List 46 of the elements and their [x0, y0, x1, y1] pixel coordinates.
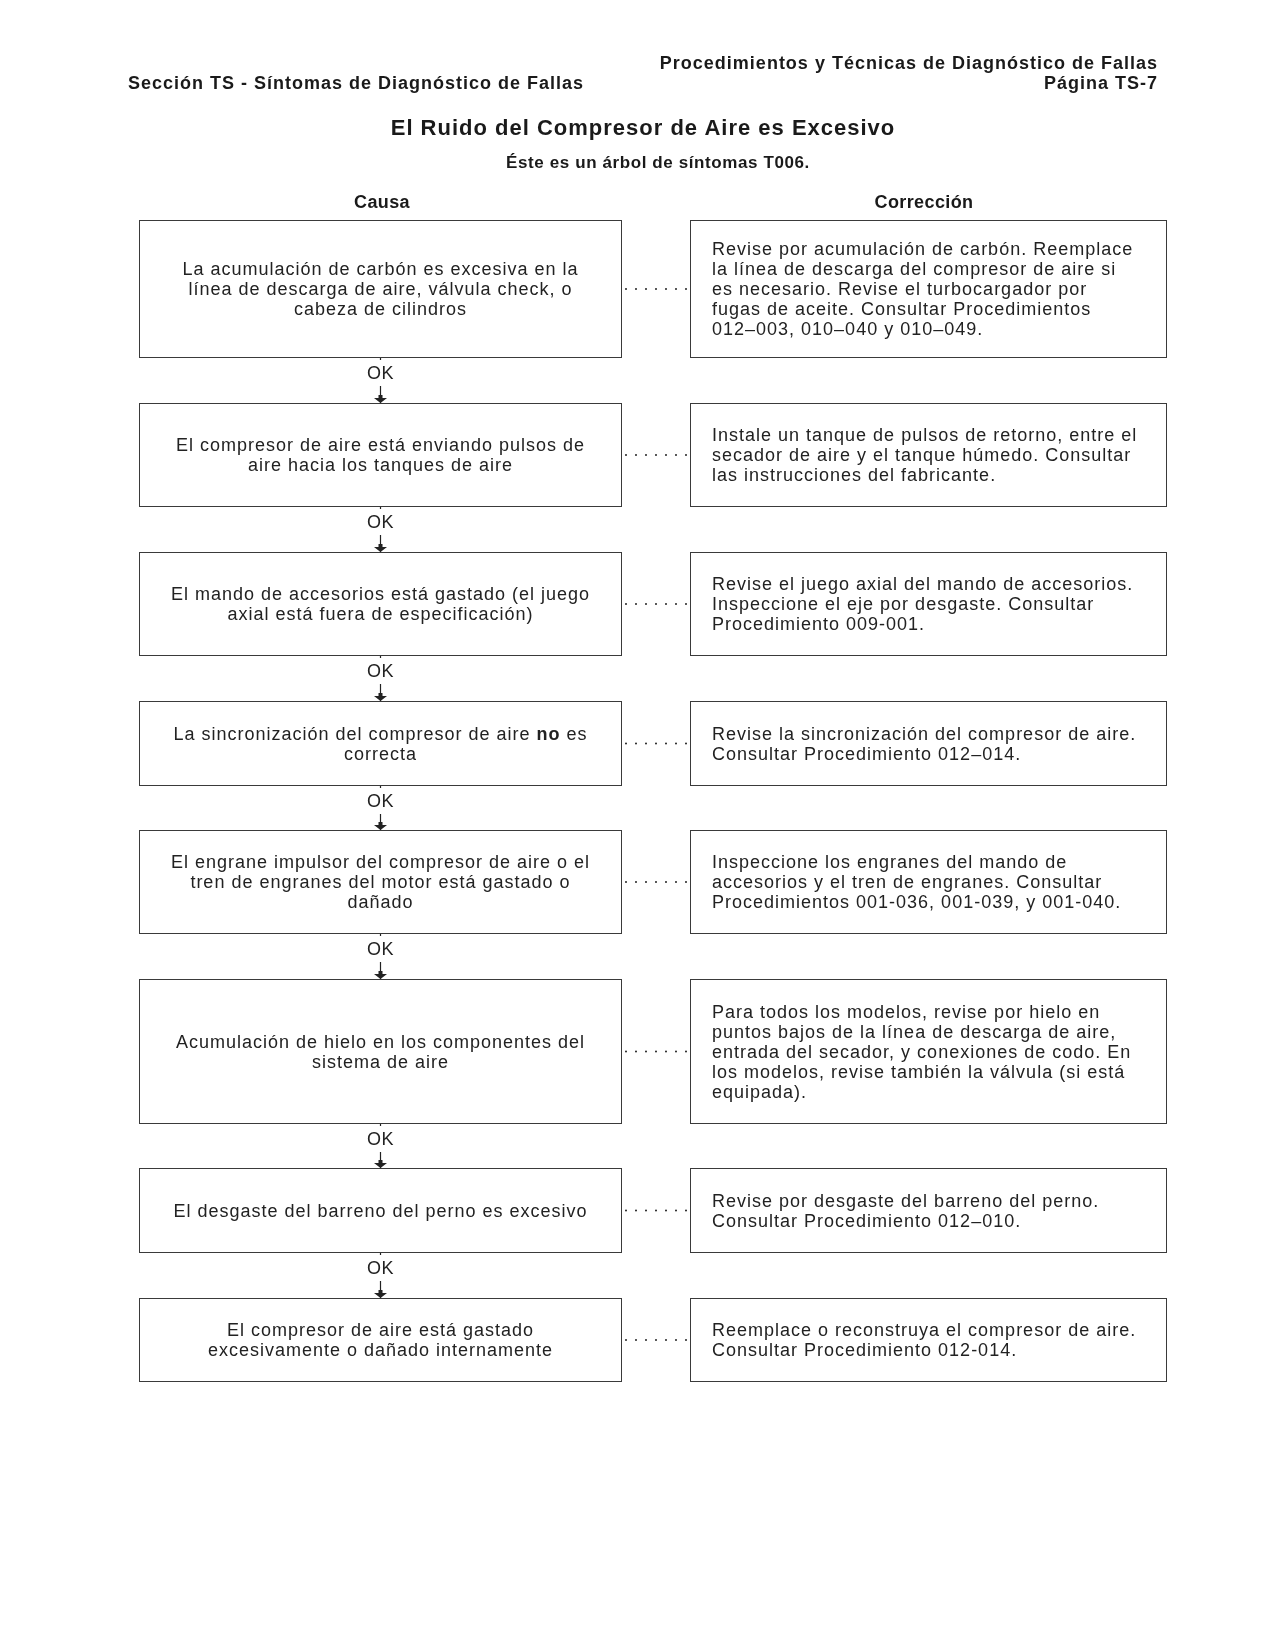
flow-box	[690, 403, 1167, 507]
flow-box	[690, 979, 1167, 1124]
box-text: Revise por desgaste del barreno del perno. Consultar Procedimiento 012–010.	[712, 1190, 1101, 1231]
edge-label: OK	[364, 1255, 397, 1281]
flow-box	[139, 701, 622, 786]
flow-box	[690, 220, 1167, 358]
flow-box	[690, 701, 1167, 786]
flow-box	[139, 979, 622, 1124]
box-text: Revise la sincronización del compresor de aire. Consultar Procedimiento 012–014.	[712, 723, 1138, 764]
column-heading: Causa	[354, 192, 410, 212]
box-text: El engrane impulsor del compresor de aire o el tren de engranes del motor está gastado o dañado	[169, 852, 592, 912]
box-text: El desgaste del barreno del perno es excesivo	[173, 1200, 588, 1221]
page-header: Página TS-7	[1043, 73, 1158, 93]
box-text: Inspeccione los engranes del mando de accesorios y el tren de engranes. Consultar Procedimientos 001-036, 001-039, y 001-040.	[712, 852, 1123, 912]
flow-box	[139, 830, 622, 934]
column-heading: Corrección	[874, 192, 974, 212]
edge-label: OK	[364, 360, 397, 386]
flow-box	[690, 830, 1167, 934]
edge-label: OK	[364, 1126, 397, 1152]
box-text: Para todos los modelos, revise por hielo en puntos bajos de la línea de descarga de aire, entrada del secador, y conexiones de codo. En los modelos, revise también la válvula (si está equipada).	[712, 1001, 1133, 1102]
diagram-title: El Ruido del Compresor de Aire es Excesivo	[390, 115, 896, 141]
page-header: Sección TS - Síntomas de Diagnóstico de Fallas	[128, 73, 585, 93]
box-text: El compresor de aire está enviando pulsos de aire hacia los tanques de aire	[174, 435, 587, 475]
box-text: El compresor de aire está gastado excesivamente o dañado internamente	[206, 1320, 555, 1360]
subtitle: Éste es un árbol de síntomas T006.	[506, 153, 810, 173]
flow-box	[690, 1168, 1167, 1253]
box-text: El mando de accesorios está gastado (el juego axial está fuera de especificación)	[169, 584, 592, 624]
flow-box	[139, 403, 622, 507]
box-text: La sincronización del compresor de aire no es correcta	[172, 723, 589, 764]
flow-box	[139, 1298, 622, 1382]
flow-box	[690, 552, 1167, 656]
edge-label: OK	[364, 658, 397, 684]
flow-box	[139, 1168, 622, 1253]
box-text: Acumulación de hielo en los componentes del sistema de aire	[174, 1031, 587, 1072]
box-text: La acumulación de carbón es excesiva en la línea de descarga de aire, válvula check, o cabeza de cilindros	[181, 259, 580, 319]
edge-label: OK	[364, 936, 397, 962]
flow-box	[139, 552, 622, 656]
box-text: Revise el juego axial del mando de accesorios. Inspeccione el eje por desgaste. Consultar Procedimiento 009-001.	[712, 574, 1135, 634]
page-header: Procedimientos y Técnicas de Diagnóstico de Fallas	[659, 53, 1158, 73]
flow-box	[139, 220, 622, 358]
box-text: Revise por acumulación de carbón. Reemplace la línea de descarga del compresor de aire si es necesario. Revise el turbocargador por fugas de aceite. Consultar Procedimientos 012–003, 010–040 y 010–049.	[712, 239, 1135, 339]
edge-label: OK	[364, 509, 397, 535]
edge-label: OK	[364, 788, 397, 814]
box-text: Instale un tanque de pulsos de retorno, entre el secador de aire y el tanque húmedo. Consultar las instrucciones del fabricante.	[712, 425, 1139, 485]
box-text: Reemplace o reconstruya el compresor de aire. Consultar Procedimiento 012-014.	[712, 1320, 1138, 1360]
flow-box	[690, 1298, 1167, 1382]
